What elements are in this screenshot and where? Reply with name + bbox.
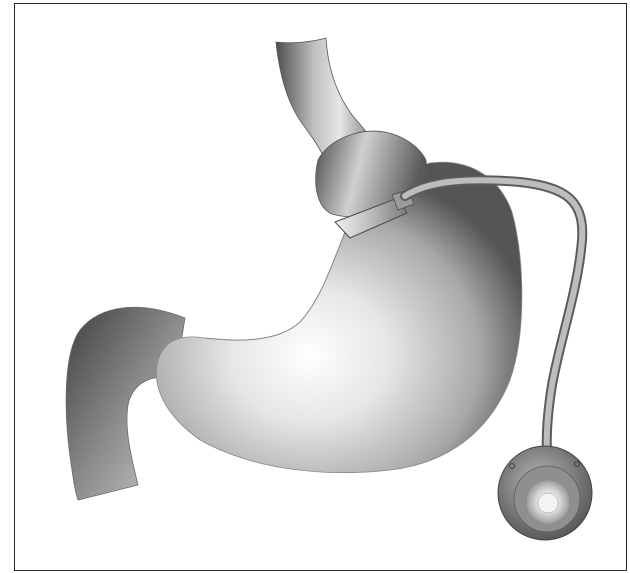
access-port-icon bbox=[498, 446, 592, 540]
